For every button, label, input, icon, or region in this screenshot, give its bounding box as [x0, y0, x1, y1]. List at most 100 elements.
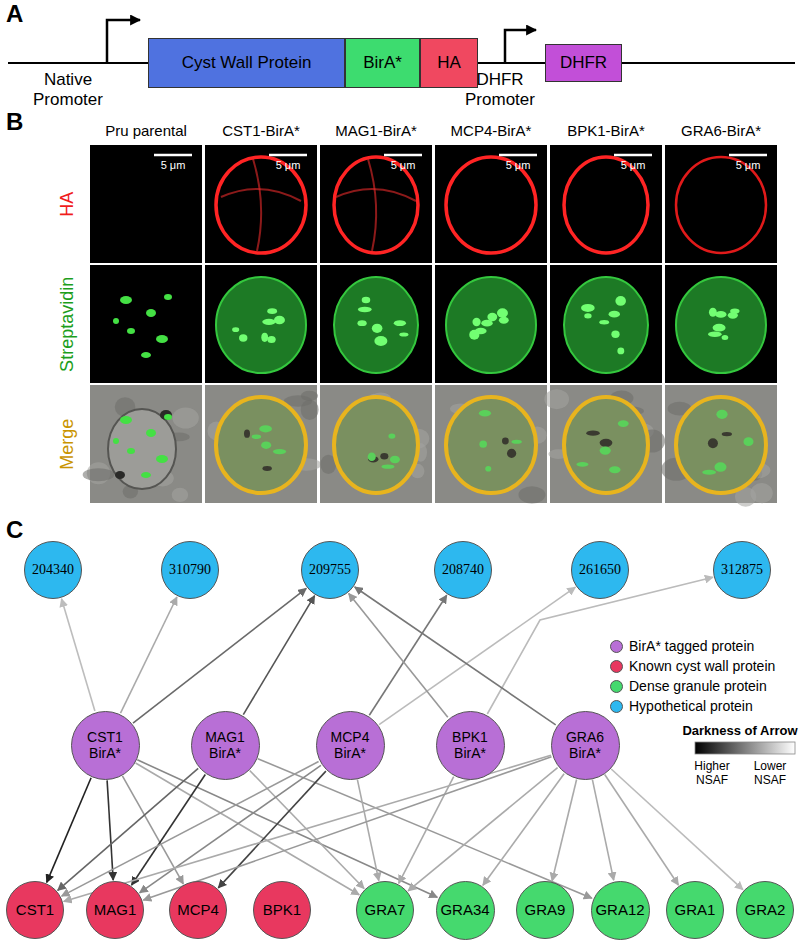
legend: BirA* tagged proteinKnown cyst wall prot…: [610, 636, 775, 716]
arrow-connector: [218, 771, 326, 888]
biotin-signal: [113, 438, 119, 444]
node-label: GRA1: [675, 901, 716, 918]
cyst-wall-signal: [334, 157, 418, 253]
cyst-wall-protein-node: BPK1: [253, 881, 311, 939]
cyst-merge: [676, 397, 766, 493]
biotin-signal: [141, 472, 151, 478]
biotin-signal: [374, 336, 387, 346]
dense-granule-protein-node: GRA34: [436, 881, 495, 940]
biotin-signal: [232, 327, 239, 332]
merge-spot: [390, 456, 400, 464]
biotin-signal: [262, 319, 275, 325]
scale-bar-label: 5 μm: [161, 159, 186, 172]
micrograph: [90, 265, 202, 383]
biotin-signal: [394, 320, 406, 326]
dense-granule-protein-node: GRA2: [736, 881, 794, 939]
node-label: MAG1 BirA*: [198, 729, 252, 761]
bait-protein-node: GRA6 BirA*: [551, 711, 620, 780]
biotin-signal: [713, 324, 726, 332]
micrograph-ground: [435, 145, 547, 263]
biotin-signal: [615, 296, 626, 306]
biotin-signal: [472, 318, 480, 326]
micrograph: [320, 385, 432, 503]
cyst-wall-signal: [564, 157, 648, 253]
micrograph: [550, 145, 662, 263]
micrograph-ground: [665, 385, 777, 503]
dark-granule: [160, 410, 172, 420]
merge-spot: [512, 440, 522, 444]
node-label: GRA7: [365, 901, 406, 918]
microscopy-panels: [83, 145, 777, 507]
micrograph: [435, 145, 547, 263]
biotin-signal: [156, 455, 168, 463]
micrograph: [661, 385, 777, 507]
micrograph: [90, 145, 202, 263]
biotin-signal: [274, 316, 285, 325]
node-label: GRA9: [525, 901, 566, 918]
legend-swatch: [610, 680, 623, 693]
cell-texture: [83, 468, 115, 481]
dense-granule-protein-node: GRA7: [356, 881, 414, 939]
merge-spot: [507, 449, 516, 458]
cyst-wall-signal: [216, 157, 306, 253]
biotin-signal: [611, 331, 619, 338]
biotin-signal: [372, 324, 383, 333]
legend-text: Known cyst wall protein: [629, 658, 775, 674]
biotin-signal: [399, 332, 408, 336]
biotin-signal: [730, 309, 739, 314]
merge-spot: [716, 410, 727, 419]
arrow-connector: [483, 774, 564, 886]
scale-bar-label: 5 μm: [276, 159, 301, 172]
micrograph: [665, 145, 777, 263]
column-header: Pru parental: [105, 122, 187, 139]
scale-bar: [729, 154, 767, 157]
biotin-signal: [709, 308, 717, 317]
micrograph: [544, 385, 665, 503]
merge-spot: [586, 431, 599, 436]
marker-gene-box: DHFR: [545, 44, 622, 82]
micrograph-ground: [550, 145, 662, 263]
arrow-connector: [140, 765, 321, 892]
node-label: 310790: [169, 562, 211, 578]
scale-bar-label: 5 μm: [621, 159, 646, 172]
biotin-signal: [708, 332, 722, 337]
hypothetical-protein-node: 312875: [713, 541, 771, 599]
biotin-signal: [113, 318, 119, 324]
biotin-signal: [499, 317, 509, 324]
dark-granule: [115, 471, 125, 479]
gene-segment: Cyst Wall Protein: [148, 38, 345, 88]
node-label: MAG1: [94, 901, 137, 918]
tag-segment: HA: [420, 38, 478, 88]
hypothetical-protein-node: 204340: [24, 541, 82, 599]
cyst-wall-signal: [676, 157, 766, 253]
biotin-signal: [362, 297, 371, 303]
merge-spot: [702, 470, 716, 475]
micrograph-ground: [90, 385, 202, 503]
biotin-signal: [469, 330, 479, 340]
column-header: GRA6-BirA*: [681, 122, 761, 139]
micrograph: [550, 265, 662, 383]
hypothetical-protein-node: 310790: [161, 541, 219, 599]
micrograph-ground: [205, 145, 317, 263]
micrograph-ground: [205, 265, 317, 383]
biotin-signal: [141, 352, 151, 358]
node-label: DHFR: [560, 53, 607, 73]
arrow-connector: [611, 769, 743, 890]
merge-spot: [244, 430, 250, 438]
merge-spot: [252, 435, 261, 439]
scale-bar: [499, 154, 537, 157]
arrow-connector: [243, 596, 314, 715]
merge-spot: [618, 420, 629, 427]
merge-spot: [714, 462, 726, 471]
arrow-connector: [133, 588, 306, 723]
node-label: 261650: [579, 562, 621, 578]
nsaf-gradient-bar: [695, 742, 795, 754]
arrow-connector: [107, 780, 113, 880]
cell-texture: [518, 486, 545, 503]
arrow-connector: [137, 760, 437, 898]
biotin-signal: [156, 335, 168, 343]
node-label: 312875: [721, 562, 763, 578]
column-header: BPK1-BirA*: [567, 122, 645, 139]
biotin-signal: [584, 313, 591, 318]
micrograph: [320, 145, 432, 263]
